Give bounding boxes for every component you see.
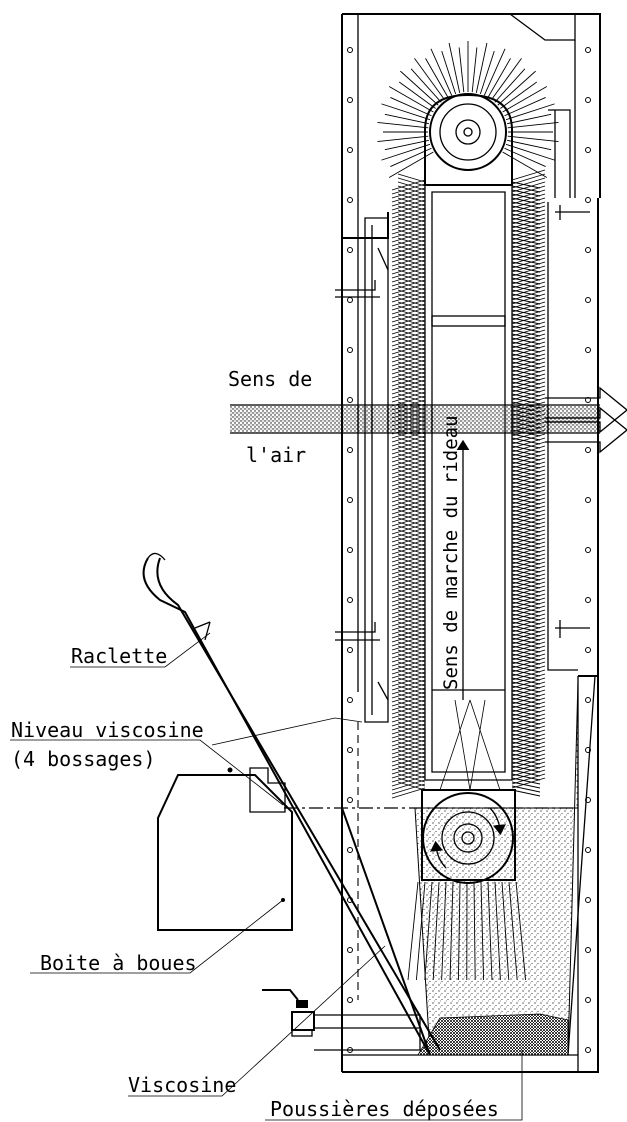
- mounting-brackets: [335, 205, 590, 701]
- viscosine-level-label-line1: Niveau viscosine: [11, 718, 204, 742]
- top-drum: [377, 41, 559, 186]
- deposited-dust-pile: [417, 1013, 569, 1056]
- bottom-drum: [407, 789, 527, 981]
- leader-lines: [10, 632, 523, 1121]
- sludge-box-label: Boite à boues: [40, 951, 197, 975]
- viscosine-bath: [341, 675, 596, 1056]
- viscosine-level-label-line2: (4 bossages): [11, 747, 156, 771]
- scraper: [142, 552, 441, 1056]
- air-direction-label-line1: Sens de: [228, 367, 312, 391]
- filter-curtain: [391, 169, 546, 799]
- air-arrow-top: [545, 386, 627, 434]
- air-arrow-bottom: [545, 406, 627, 454]
- drain-valve: [262, 989, 421, 1051]
- sludge-box: [157, 767, 293, 931]
- curtain-direction-label: Sens de marche du rideau: [440, 415, 462, 690]
- scraper-label: Raclette: [71, 644, 167, 668]
- deposited-dust-label: Poussières déposées: [270, 1097, 499, 1121]
- air-direction-label-line2: l'air: [246, 443, 306, 467]
- viscosine-label: Viscosine: [128, 1073, 236, 1097]
